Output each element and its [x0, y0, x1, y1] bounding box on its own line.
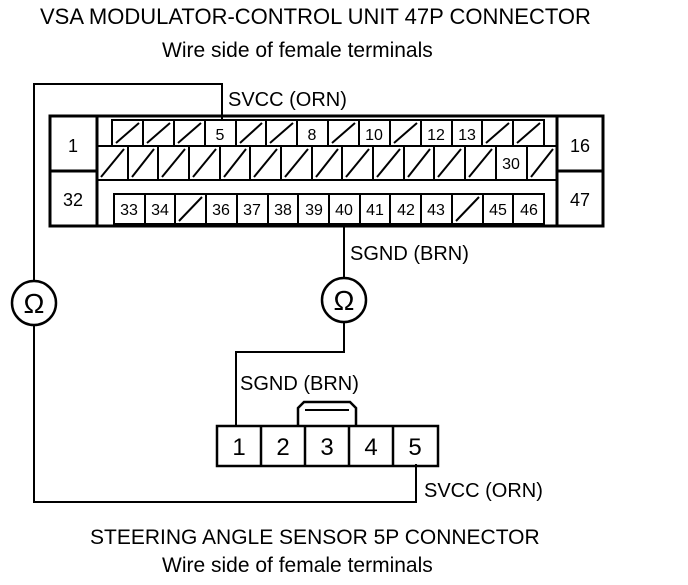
terminal-36: 36	[212, 202, 230, 219]
wires	[33, 83, 417, 503]
terminal-16: 16	[570, 136, 590, 156]
terminal-33: 33	[120, 202, 138, 219]
sensor-terminal-1: 1	[232, 434, 245, 461]
terminal-8: 8	[308, 127, 317, 144]
row-3	[113, 193, 545, 225]
terminal-32: 32	[63, 190, 83, 210]
terminal-10: 10	[365, 127, 383, 144]
sensor-terminal-4: 4	[364, 434, 377, 461]
terminal-1: 1	[68, 136, 78, 156]
row-3-labels: 33 34 36 37 38 39 40 41 42 43 45 46	[120, 202, 538, 219]
row-2	[96, 145, 558, 181]
wire-sgnd-lower	[235, 322, 345, 426]
ohmmeter-left-circle	[10, 279, 58, 327]
terminal-5: 5	[216, 127, 225, 144]
sensor-terminal-5: 5	[408, 434, 421, 461]
connector-5p	[215, 400, 440, 468]
connector-5p-lock-tab	[296, 400, 358, 426]
ohmmeter-center: Ω	[320, 276, 368, 324]
terminal-41: 41	[366, 202, 384, 219]
terminal-12: 12	[427, 127, 445, 144]
subtitle-5p: Wire side of female terminals	[162, 554, 433, 577]
terminal-39: 39	[305, 202, 323, 219]
sensor-terminal-2: 2	[276, 434, 289, 461]
title-47p: VSA MODULATOR-CONTROL UNIT 47P CONNECTOR	[40, 4, 591, 29]
ohm-icon: Ω	[334, 285, 355, 316]
terminal-42: 42	[397, 202, 415, 219]
label-svcc-top: SVCC (ORN)	[228, 89, 347, 111]
wire-svcc-lower	[33, 325, 417, 503]
connector-47p	[48, 114, 605, 228]
label-svcc-bottom: SVCC (ORN)	[424, 480, 543, 502]
sensor-terminal-3: 3	[320, 434, 333, 461]
terminal-30: 30	[502, 156, 520, 173]
ohmmeter-center-circle	[320, 276, 368, 324]
terminal-13: 13	[458, 127, 476, 144]
terminal-34: 34	[151, 202, 169, 219]
terminal-40: 40	[335, 202, 353, 219]
subtitle-47p: Wire side of female terminals	[162, 39, 433, 62]
ohm-icon: Ω	[24, 288, 45, 319]
terminal-45: 45	[489, 202, 507, 219]
terminal-46: 46	[520, 202, 538, 219]
terminal-47: 47	[570, 190, 590, 210]
label-sgnd-top: SGND (BRN)	[350, 243, 469, 265]
ohmmeter-left: Ω	[10, 279, 58, 327]
terminal-38: 38	[274, 202, 292, 219]
label-sgnd-bottom: SGND (BRN)	[240, 373, 359, 395]
row-1	[111, 119, 545, 147]
terminal-43: 43	[427, 202, 445, 219]
title-5p: STEERING ANGLE SENSOR 5P CONNECTOR	[90, 526, 540, 549]
wire-svcc	[33, 83, 223, 283]
connector-5p-labels: 1 2 3 4 5	[232, 434, 421, 461]
terminal-37: 37	[243, 202, 261, 219]
